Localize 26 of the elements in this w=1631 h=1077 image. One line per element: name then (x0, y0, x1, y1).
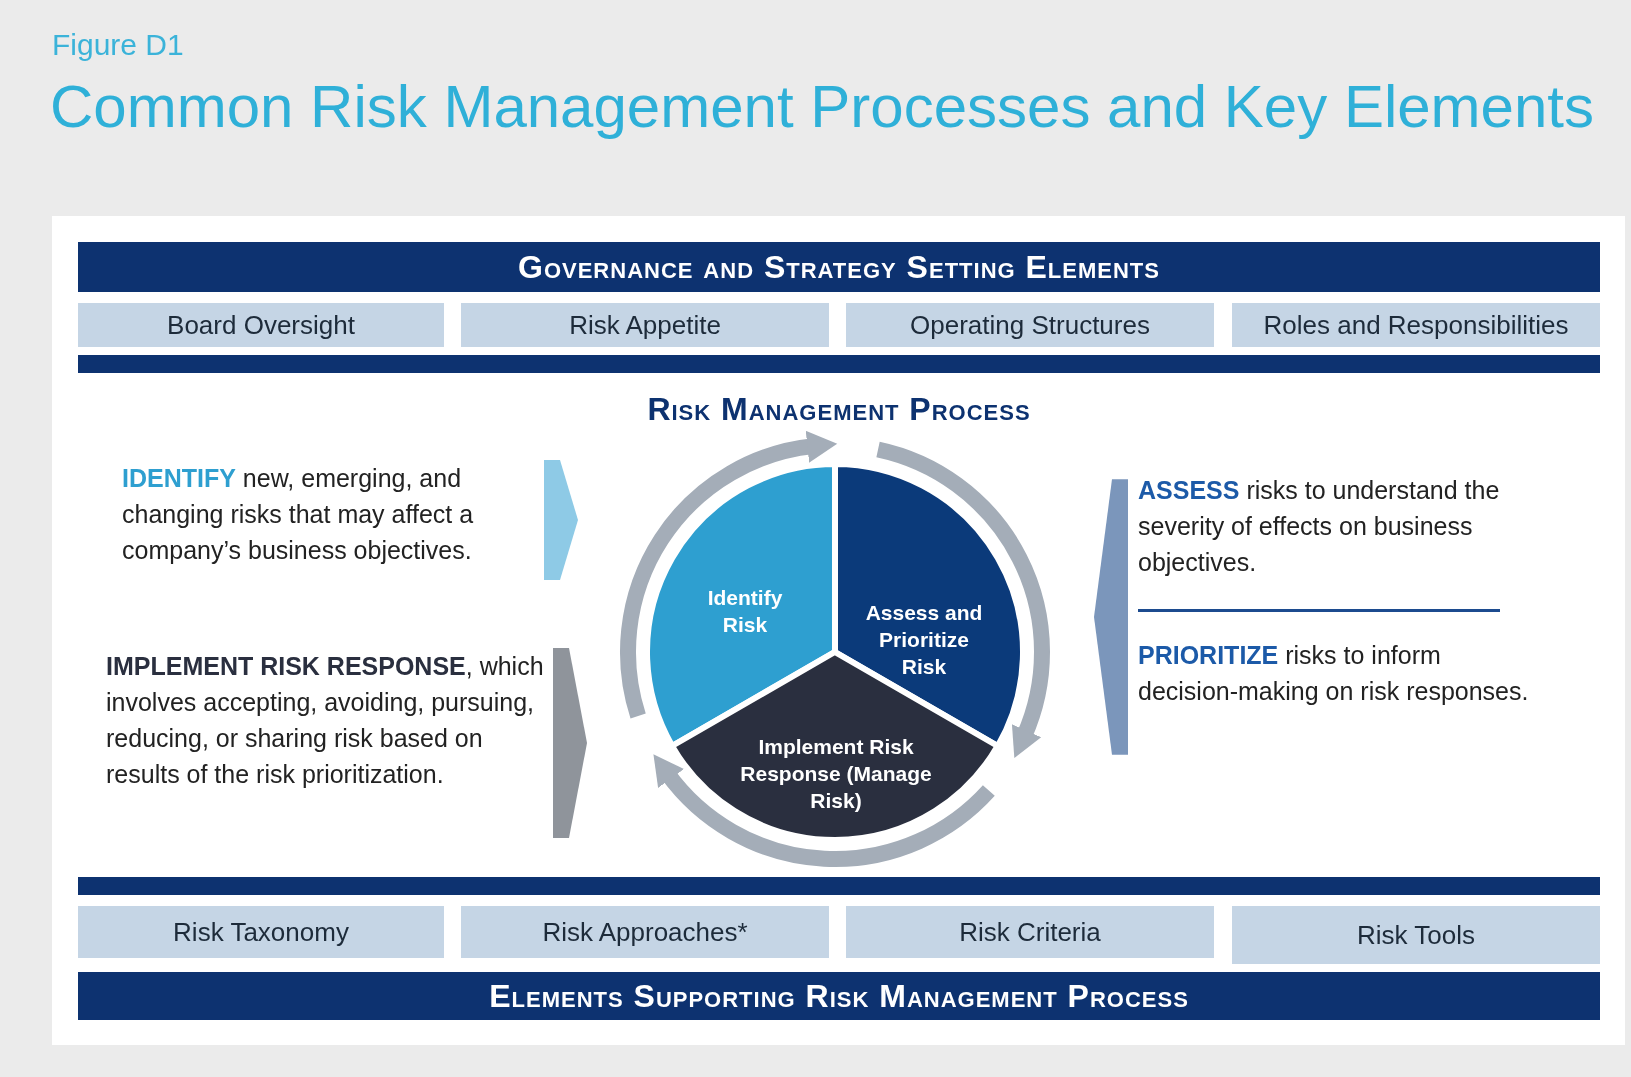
chevron-arrow (553, 648, 587, 838)
description-text: IMPLEMENT RISK RESPONSE, which involves accepting, avoiding, pursuing, reducing, or sharing risk based on results of the risk prioritization. (106, 651, 545, 790)
description-text: PRIORITIZE risks to inform decision-making on risk responses. (1138, 640, 1530, 707)
cycle-arrow (875, 441, 1050, 759)
element-box: Board Oversight (78, 303, 444, 347)
section-header-bar: Elements Supporting Risk Management Process (78, 972, 1600, 1020)
cycle-arrow (652, 755, 995, 867)
section-heading: Risk Management Process (646, 391, 1032, 428)
segment-label: Assess and Prioritize Risk (864, 599, 984, 680)
element-box: Risk Taxonomy (78, 906, 444, 958)
element-box: Risk Tools (1232, 906, 1600, 964)
figure-number: Figure D1 (52, 28, 184, 62)
segment-label: Identify Risk (706, 585, 784, 638)
element-box: Risk Approaches* (461, 906, 829, 958)
figure-title: Common Risk Management Processes and Key Elements (50, 72, 1594, 141)
chevron-arrow (1094, 479, 1128, 755)
element-box: Risk Appetite (461, 303, 829, 347)
section-header-bar: Governance and Strategy Setting Elements (78, 242, 1600, 292)
chevron-arrow (544, 460, 578, 580)
description-text: IDENTIFY new, emerging, and changing risks that may affect a company’s business objectives. (122, 463, 475, 566)
description-text: ASSESS risks to understand the severity of effects on business objectives. (1138, 475, 1501, 578)
segment-label: Implement Risk Response (Manage Risk) (739, 733, 933, 814)
cycle-arrow (620, 431, 837, 718)
element-box: Roles and Responsibilities (1232, 303, 1600, 347)
element-box: Risk Criteria (846, 906, 1214, 958)
element-box: Operating Structures (846, 303, 1214, 347)
